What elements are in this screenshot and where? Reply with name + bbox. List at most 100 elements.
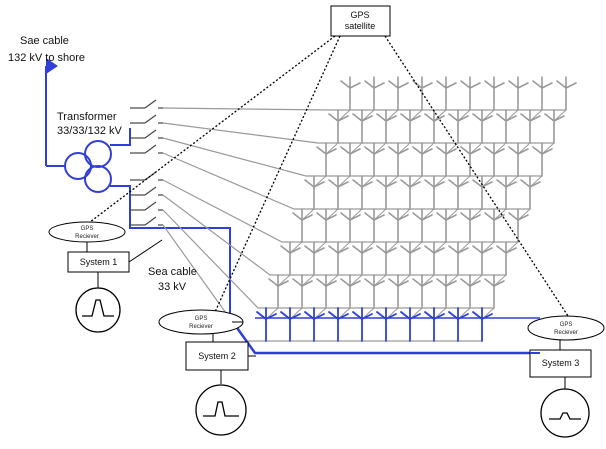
wind-turbine <box>340 208 361 243</box>
wind-turbine <box>520 109 541 144</box>
wind-turbine <box>376 241 397 276</box>
wind-turbine <box>424 241 445 276</box>
system-3-label: System 3 <box>542 358 580 368</box>
feeder-switch <box>130 201 163 211</box>
wind-turbine <box>460 76 481 111</box>
gps-satellite-label-line2: satellite <box>345 21 376 31</box>
feeder-switch <box>130 114 163 124</box>
wind-turbine <box>412 142 433 177</box>
sea-cable-label-line1: Sea cable <box>148 266 197 278</box>
gps-receiver-3-line2: Reciever <box>554 330 578 336</box>
system-3-box: System 3 <box>529 349 592 378</box>
wind-turbine <box>460 208 481 243</box>
wind-turbine <box>484 142 505 177</box>
gps-satellite-label-line1: GPS <box>350 10 369 20</box>
feeder-switches <box>130 99 163 226</box>
waveform-scope-1 <box>75 287 121 333</box>
feeder-switch <box>130 216 163 226</box>
wind-turbine <box>364 274 385 309</box>
gps-receiver-2: GPS Reciever <box>158 309 244 335</box>
wind-turbine <box>316 274 337 309</box>
wind-turbine <box>460 274 481 309</box>
feeder-switch <box>130 186 163 196</box>
wind-turbine <box>292 208 313 243</box>
feeder-cable <box>162 107 566 111</box>
wind-turbine <box>412 274 433 309</box>
wind-turbine <box>364 76 385 111</box>
feeder-cable <box>162 179 518 243</box>
transformer-label-line1: Transformer <box>57 111 117 123</box>
wind-turbine <box>424 109 445 144</box>
sae-cable-label-line2: 132 kV to shore <box>8 52 85 64</box>
wind-turbine <box>316 208 337 243</box>
wind-turbine <box>340 76 361 111</box>
wind-turbine <box>364 208 385 243</box>
gps-receiver-3: GPS Reciever <box>527 315 605 341</box>
feeder-switch <box>130 99 163 109</box>
wind-turbine <box>328 241 349 276</box>
wind-turbine <box>484 208 505 243</box>
wind-turbine <box>520 175 541 210</box>
wind-turbine <box>424 175 445 210</box>
wind-turbine <box>376 109 397 144</box>
transformer-label-line2: 33/33/132 kV <box>57 125 122 137</box>
wind-turbine <box>388 208 409 243</box>
wind-turbine <box>364 142 385 177</box>
gps-receiver-1: GPS Reciever <box>48 221 126 243</box>
export-cable <box>45 58 66 167</box>
feeder-cable <box>162 152 530 210</box>
gps-signal-links <box>89 35 569 317</box>
wind-turbine <box>496 241 517 276</box>
sea-cable-label-line2: 33 kV <box>158 281 187 293</box>
wind-turbine <box>328 307 349 342</box>
system-2-box: System 2 <box>185 341 249 371</box>
feeder-cable <box>162 122 554 144</box>
wind-turbine <box>436 274 457 309</box>
wind-turbine <box>400 241 421 276</box>
wind-turbine <box>412 76 433 111</box>
wind-turbine <box>352 109 373 144</box>
wind-turbine <box>544 109 565 144</box>
feeder-cable <box>162 209 494 309</box>
wind-turbine <box>496 175 517 210</box>
wind-turbine <box>472 241 493 276</box>
wind-turbine <box>436 76 457 111</box>
sea-cable-33kv <box>228 317 540 355</box>
wind-turbine <box>484 274 505 309</box>
gps-receiver-3-line1: GPS <box>560 322 573 328</box>
wind-turbine <box>448 175 469 210</box>
turbine-array <box>256 76 577 342</box>
wind-turbine <box>388 76 409 111</box>
wind-turbine <box>376 175 397 210</box>
sae-cable-label-line1: Sae cable <box>20 35 69 47</box>
wind-turbine <box>508 208 529 243</box>
wind-turbine <box>436 208 457 243</box>
wind-turbine <box>508 142 529 177</box>
wind-turbine <box>400 109 421 144</box>
wind-turbine <box>316 142 337 177</box>
feeder-switch <box>130 144 163 154</box>
system-1-box: System 1 <box>67 251 130 273</box>
wind-turbine <box>388 142 409 177</box>
transformer-symbol <box>64 128 231 318</box>
wind-turbine <box>436 142 457 177</box>
gps-receiver-2-line2: Reciever <box>189 324 213 330</box>
feeder-cable <box>162 137 542 177</box>
wind-turbine <box>304 241 325 276</box>
wind-turbine <box>496 109 517 144</box>
wind-turbine <box>328 109 349 144</box>
wind-turbine <box>448 109 469 144</box>
system-2-label: System 2 <box>198 351 236 361</box>
feeder-cable <box>162 194 506 276</box>
wind-turbine <box>280 241 301 276</box>
wind-turbine <box>532 76 553 111</box>
wind-turbine <box>508 76 529 111</box>
wind-turbine <box>340 142 361 177</box>
wind-turbine <box>292 274 313 309</box>
wind-turbine <box>532 142 553 177</box>
wind-turbine <box>328 175 349 210</box>
wind-turbine <box>352 241 373 276</box>
wind-turbine <box>352 175 373 210</box>
gps-receiver-1-line1: GPS <box>81 226 94 232</box>
gps-satellite: GPS satellite <box>330 5 391 37</box>
